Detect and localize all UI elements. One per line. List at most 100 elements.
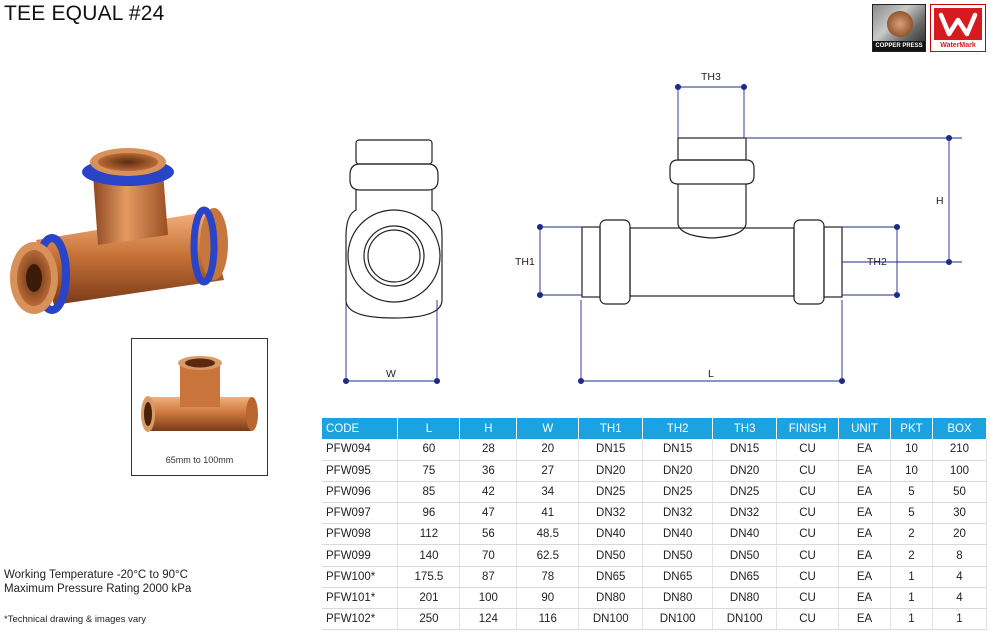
cell-h: 100 — [459, 587, 518, 610]
cell-finish: CU — [776, 566, 840, 588]
col-header-l: L — [397, 418, 461, 439]
cell-w: 90 — [516, 587, 580, 610]
large-size-photo-box: 65mm to 100mm — [131, 338, 268, 476]
cell-h: 87 — [459, 566, 518, 588]
cell-th2: DN80 — [642, 587, 714, 610]
cell-pkt: 2 — [890, 544, 933, 567]
cell-l: 140 — [397, 544, 461, 567]
cell-unit: EA — [838, 523, 891, 546]
cell-w: 62.5 — [516, 544, 580, 567]
photo-caption: 65mm to 100mm — [165, 455, 234, 465]
cell-box: 20 — [932, 523, 988, 546]
cell-pkt: 5 — [890, 481, 933, 504]
cell-l: 112 — [397, 523, 461, 546]
cell-unit: EA — [838, 544, 891, 567]
cell-h: 36 — [459, 460, 518, 482]
max-pressure: Maximum Pressure Rating 2000 kPa — [4, 583, 192, 595]
working-temperature: Working Temperature -20°C to 90°C — [4, 569, 188, 581]
cell-th3: DN32 — [712, 502, 778, 525]
cell-th1: DN50 — [578, 544, 644, 567]
cell-w: 78 — [516, 566, 580, 588]
cell-th2: DN50 — [642, 544, 714, 567]
cell-code: PFW098 — [322, 523, 399, 546]
dim-label-th3: TH3 — [701, 71, 721, 83]
dim-label-h: H — [936, 195, 944, 207]
spec-table: CODE L H W TH1 TH2 TH3 FINISH UNIT PKT B… — [322, 418, 988, 631]
cell-th3: DN20 — [712, 460, 778, 482]
cell-th3: DN100 — [712, 608, 778, 631]
cell-box: 8 — [932, 544, 988, 567]
cell-th1: DN80 — [578, 587, 644, 610]
cell-th2: DN32 — [642, 502, 714, 525]
cell-finish: CU — [776, 523, 840, 546]
col-header-h: H — [459, 418, 518, 439]
cell-box: 1 — [932, 608, 988, 631]
cell-unit: EA — [838, 502, 891, 525]
dim-label-th2: TH2 — [867, 256, 887, 268]
cell-h: 47 — [459, 502, 518, 525]
cell-pkt: 1 — [890, 587, 933, 610]
cell-unit: EA — [838, 608, 891, 631]
col-header-th1: TH1 — [578, 418, 644, 439]
cell-unit: EA — [838, 439, 891, 461]
cell-pkt: 1 — [890, 608, 933, 631]
cell-w: 41 — [516, 502, 580, 525]
cell-th3: DN15 — [712, 439, 778, 461]
cell-th3: DN40 — [712, 523, 778, 546]
cell-h: 124 — [459, 608, 518, 631]
cell-unit: EA — [838, 566, 891, 588]
col-header-pkt: PKT — [890, 418, 933, 439]
cell-w: 27 — [516, 460, 580, 482]
cell-finish: CU — [776, 502, 840, 525]
dim-label-th1: TH1 — [515, 256, 535, 268]
cell-th3: DN80 — [712, 587, 778, 610]
cell-code: PFW096 — [322, 481, 399, 504]
cell-unit: EA — [838, 587, 891, 610]
cell-pkt: 2 — [890, 523, 933, 546]
cell-finish: CU — [776, 439, 840, 461]
spec-table-header-row: CODE L H W TH1 TH2 TH3 FINISH UNIT PKT B… — [322, 418, 988, 439]
cell-finish: CU — [776, 608, 840, 631]
cell-th1: DN32 — [578, 502, 644, 525]
col-header-box: BOX — [932, 418, 988, 439]
cell-code: PFW102* — [322, 608, 399, 631]
cell-pkt: 5 — [890, 502, 933, 525]
cell-box: 4 — [932, 587, 988, 610]
watermark-logo-text: WaterMark — [940, 42, 976, 49]
cell-h: 42 — [459, 481, 518, 504]
footnote: *Technical drawing & images vary — [4, 614, 147, 625]
col-header-code: CODE — [322, 418, 399, 439]
cell-code: PFW101* — [322, 587, 399, 610]
col-header-th2: TH2 — [642, 418, 714, 439]
certification-logos: COPPER PRESS WaterMark — [872, 4, 986, 52]
cell-th1: DN20 — [578, 460, 644, 482]
cell-code: PFW095 — [322, 460, 399, 482]
cell-l: 60 — [397, 439, 461, 461]
cell-th1: DN65 — [578, 566, 644, 588]
cell-th2: DN100 — [642, 608, 714, 631]
cell-box: 100 — [932, 460, 988, 482]
cell-l: 75 — [397, 460, 461, 482]
page-title: TEE EQUAL #24 — [4, 2, 165, 25]
cell-finish: CU — [776, 587, 840, 610]
cell-th1: DN15 — [578, 439, 644, 461]
col-header-finish: FINISH — [776, 418, 840, 439]
cell-th2: DN20 — [642, 460, 714, 482]
cell-th2: DN25 — [642, 481, 714, 504]
cell-finish: CU — [776, 544, 840, 567]
cell-unit: EA — [838, 481, 891, 504]
copper-press-logo-text: COPPER PRESS — [873, 41, 925, 51]
col-header-w: W — [516, 418, 580, 439]
watermark-w-icon — [938, 12, 978, 37]
cell-l: 175.5 — [397, 566, 461, 588]
cell-pkt: 1 — [890, 566, 933, 588]
